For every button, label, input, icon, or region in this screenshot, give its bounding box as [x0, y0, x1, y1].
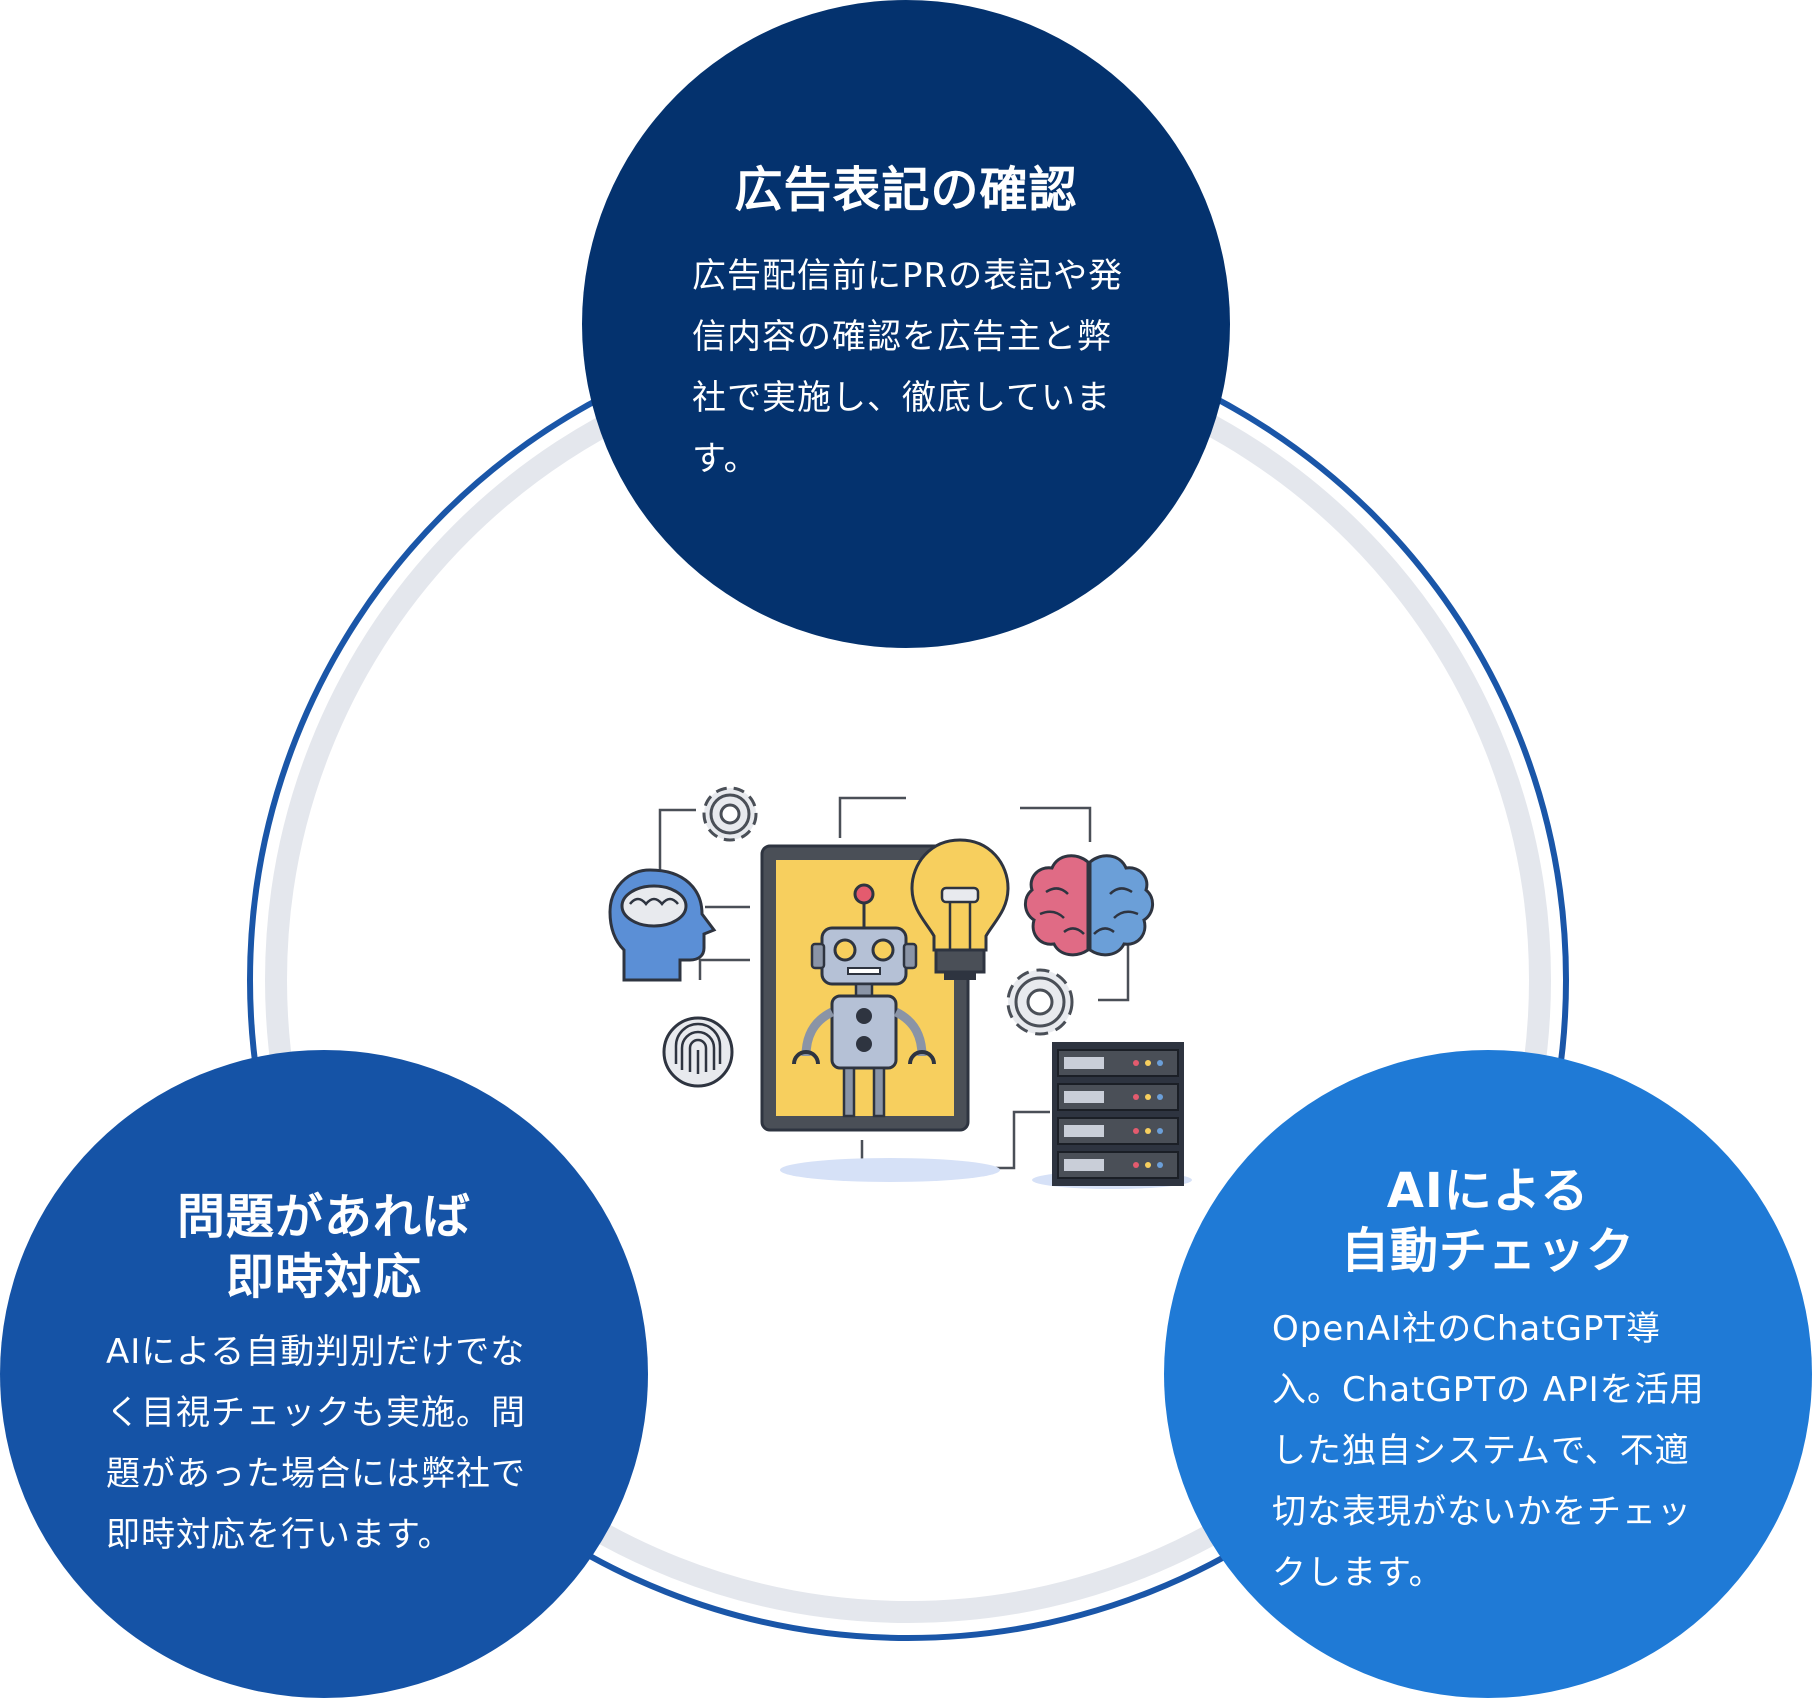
fingerprint-icon — [662, 1016, 734, 1088]
ad-disclosure-heading: 広告表記の確認 — [734, 162, 1078, 218]
brain-icon — [1024, 854, 1154, 957]
ai-check-heading: AIによる 自動チェック — [1340, 1163, 1635, 1279]
server-rack-icon — [1052, 1042, 1184, 1186]
gear-icon-right — [1006, 968, 1074, 1036]
immediate-response-circle: 問題があれば 即時対応 AIによる自動判別だけでなく目視チェックも実施。問題があ… — [0, 1050, 648, 1698]
robot-icon — [792, 883, 936, 1118]
ai-automation-illustration — [608, 786, 1192, 1189]
ad-disclosure-circle: 広告表記の確認 広告配信前にPRの表記や発信内容の確認を広告主と弊社で実施し、徹… — [582, 0, 1230, 648]
gear-icon-top — [702, 786, 758, 842]
ad-disclosure-body: 広告配信前にPRの表記や発信内容の確認を広告主と弊社で実施し、徹底しています。 — [692, 256, 1124, 479]
immediate-response-heading: 問題があれば 即時対応 — [176, 1189, 471, 1305]
head-brain-icon — [608, 868, 717, 982]
immediate-response-body: AIによる自動判別だけでなく目視チェックも実施。問題があった場合には弊社で即時対… — [106, 1332, 526, 1555]
ai-check-body: OpenAI社のChatGPT導入。ChatGPTの APIを活用した独自システ… — [1272, 1309, 1705, 1593]
ai-check-circle: AIによる 自動チェック OpenAI社のChatGPT導入。ChatGPTの … — [1164, 1050, 1812, 1698]
lightbulb-icon — [910, 838, 1010, 980]
